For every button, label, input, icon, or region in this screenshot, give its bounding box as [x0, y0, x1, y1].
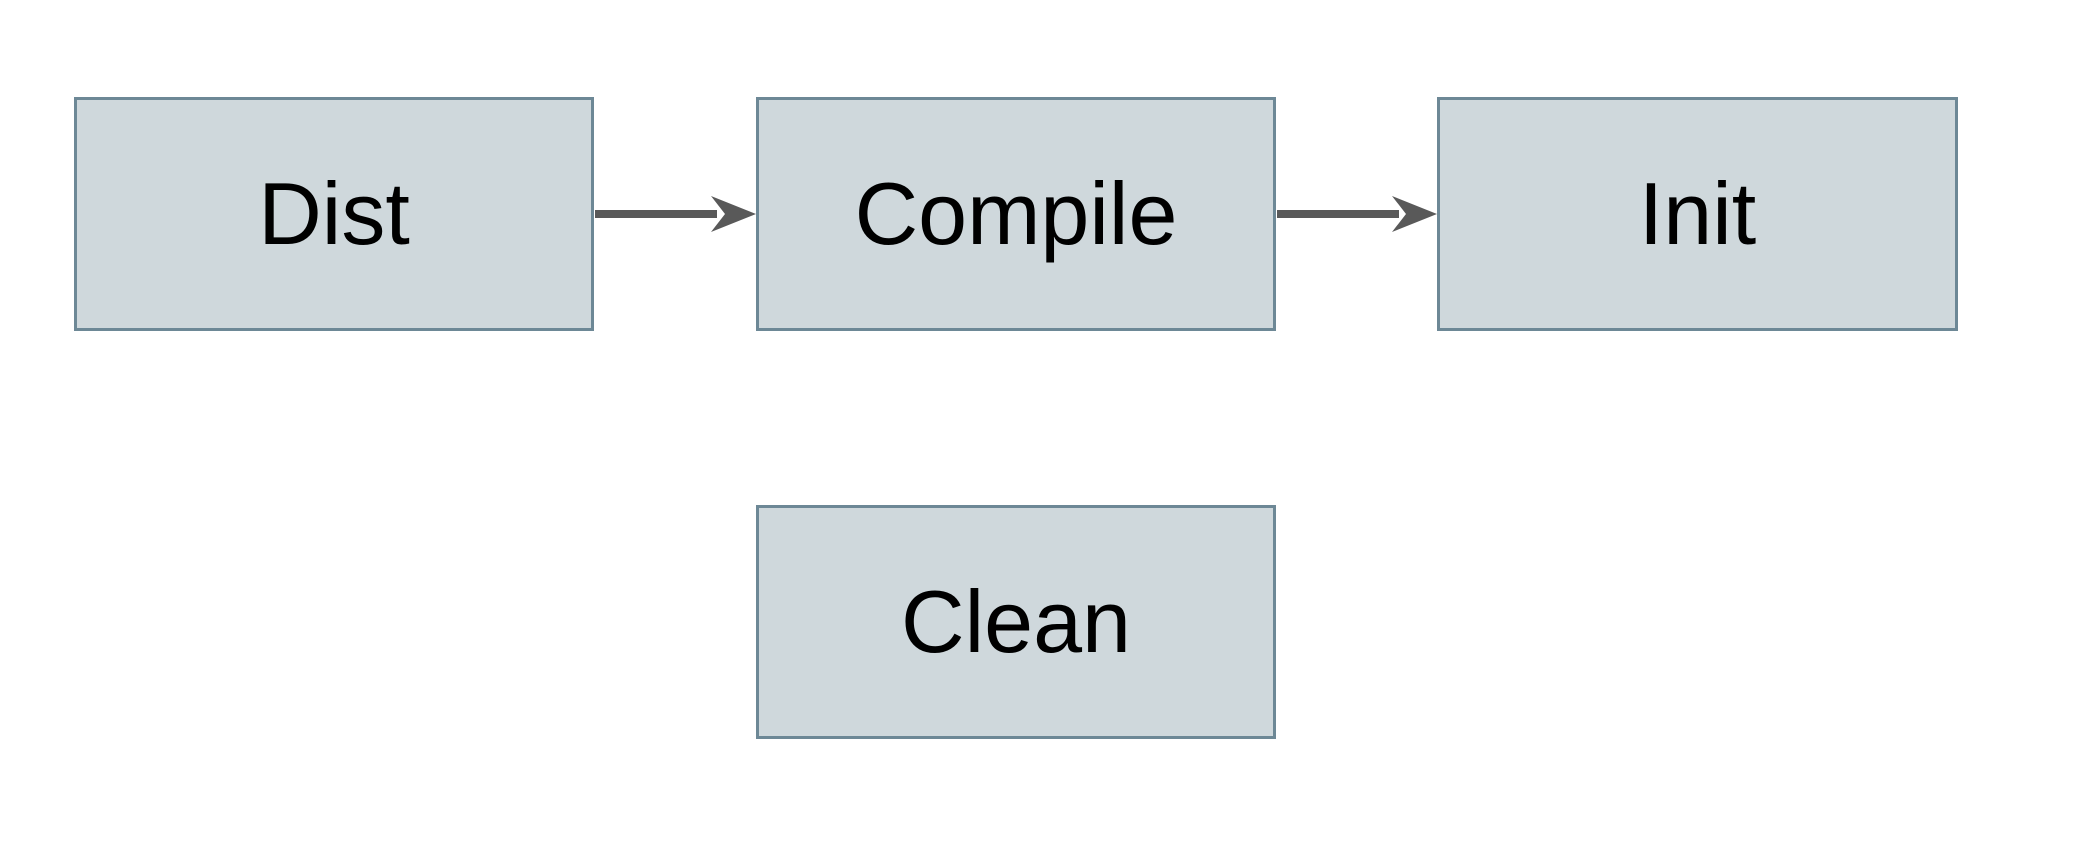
node-clean: Clean [756, 505, 1276, 739]
node-init-label: Init [1638, 164, 1757, 263]
arrow-dist-to-compile [595, 196, 756, 232]
node-dist: Dist [74, 97, 594, 331]
node-clean-label: Clean [901, 572, 1131, 671]
node-dist-label: Dist [258, 164, 410, 263]
node-init: Init [1437, 97, 1958, 331]
node-compile-label: Compile [854, 164, 1178, 263]
node-compile: Compile [756, 97, 1276, 331]
arrow-compile-to-init [1277, 196, 1437, 232]
